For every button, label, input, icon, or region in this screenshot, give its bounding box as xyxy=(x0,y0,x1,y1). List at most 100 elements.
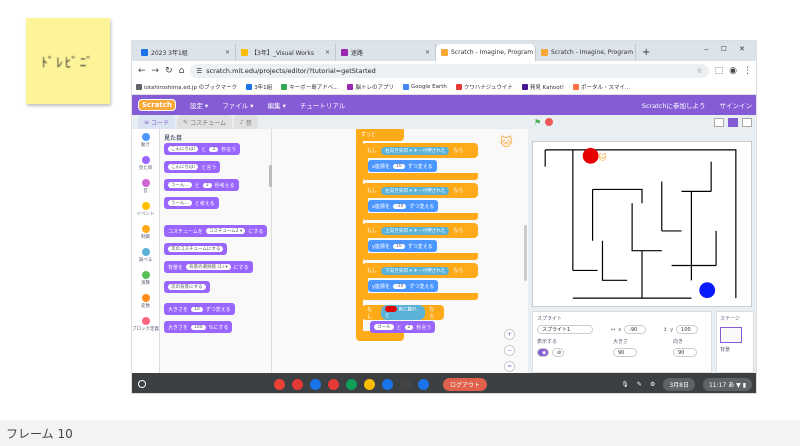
category-0[interactable]: 動き xyxy=(132,133,159,152)
bookmark-item[interactable]: iotahiroshima.ed.jp のブックマーク xyxy=(136,83,237,91)
if-key-pressed-block[interactable]: もし右向き矢印 ▾ キーが押されたなら xyxy=(362,143,478,158)
motion-value-input[interactable]: -10 xyxy=(392,283,407,289)
size-input[interactable]: 90 xyxy=(613,348,637,357)
if-key-pressed-block[interactable]: もし下向き矢印 ▾ キーが押されたなら xyxy=(362,263,478,278)
stage-selector-panel[interactable]: ステージ 背景 xyxy=(716,311,754,373)
backdrop-thumbnail[interactable] xyxy=(720,327,742,343)
palette-block[interactable]: 背景を背景の選択肢 (1) ▾にする xyxy=(164,261,253,273)
launcher-icon[interactable] xyxy=(138,380,146,388)
key-pressed-condition[interactable]: 下向き矢印 ▾ キーが押された xyxy=(381,266,450,275)
color-swatch[interactable] xyxy=(384,306,397,313)
motion-value-input[interactable]: 10 xyxy=(392,243,405,249)
join-scratch-link[interactable]: Scratchに参加しよう xyxy=(641,102,706,110)
key-dropdown[interactable]: 下向き矢印 ▾ xyxy=(385,268,412,274)
forward-icon[interactable]: → xyxy=(151,65,160,76)
palette-scrollbar[interactable] xyxy=(269,165,272,187)
browser-tab[interactable]: 2023 3年1組✕ xyxy=(136,44,236,61)
say-for-secs-block[interactable]: ゴール と 2 秒言う xyxy=(370,321,436,333)
block-text-a[interactable]: うーん... xyxy=(168,200,192,206)
y-position-input[interactable]: 100 xyxy=(676,325,699,334)
if-key-pressed-block[interactable]: もし左向き矢印 ▾ キーが押されたなら xyxy=(362,183,478,198)
menu-edit[interactable]: 編集 ▾ xyxy=(267,102,286,110)
block-text-c[interactable]: 2 xyxy=(209,146,219,152)
tab-code[interactable]: ≡コード xyxy=(138,115,176,129)
tab-sounds[interactable]: ♪音 xyxy=(233,115,258,129)
key-pressed-condition[interactable]: 右向き矢印 ▾ キーが押された xyxy=(381,146,450,155)
zoom-out-icon[interactable]: − xyxy=(504,345,515,356)
system-tray[interactable]: 🎙 ✎ ⚙ 3月8日 11:17 あ ▼ ▮ xyxy=(621,377,752,391)
fullscreen-icon[interactable] xyxy=(742,117,752,127)
reload-icon[interactable]: ↻ xyxy=(165,65,173,76)
bookmark-item[interactable]: キーボー島アドベ... xyxy=(281,83,338,91)
zoom-in-icon[interactable]: + xyxy=(504,329,515,340)
category-3[interactable]: イベント xyxy=(132,202,159,221)
category-7[interactable]: 変数 xyxy=(132,294,159,313)
tab-close-icon[interactable]: ✕ xyxy=(224,49,230,56)
block-text-a[interactable]: こんにちは! xyxy=(168,146,199,152)
window-controls[interactable]: ‒ ☐ ✕ xyxy=(703,45,750,53)
category-4[interactable]: 制御 xyxy=(132,225,159,244)
extensions-icon[interactable]: ⬚ xyxy=(714,65,724,76)
clock[interactable]: 11:17 あ ▼ ▮ xyxy=(702,377,752,391)
palette-block[interactable]: うーん...と考える xyxy=(164,197,219,209)
code-scrollbar[interactable] xyxy=(524,225,527,281)
bookmark-item[interactable]: ポータル・スマイ... xyxy=(573,83,630,91)
category-5[interactable]: 調べる xyxy=(132,248,159,267)
key-dropdown[interactable]: 右向き矢印 ▾ xyxy=(385,148,412,154)
dock-app-icon[interactable] xyxy=(400,378,411,390)
menu-file[interactable]: ファイル ▾ xyxy=(222,102,254,110)
category-2[interactable]: 音 xyxy=(132,179,159,198)
if-touching-color-block[interactable]: もし 色に触れた なら xyxy=(362,305,444,320)
dock-app-icon[interactable] xyxy=(382,378,393,390)
small-stage-icon[interactable] xyxy=(714,117,724,127)
green-flag-icon[interactable]: ⚑ xyxy=(534,117,542,127)
scratch-logo[interactable]: Scratch xyxy=(138,99,176,111)
back-icon[interactable]: ← xyxy=(138,65,146,76)
block-text-c[interactable]: 2 xyxy=(202,182,212,188)
normal-stage-icon[interactable] xyxy=(728,117,738,127)
stage-canvas[interactable]: 🐱 xyxy=(532,141,752,307)
dock-app-icon[interactable] xyxy=(346,378,357,390)
bookmark-item[interactable]: 発見 Kahoot! xyxy=(521,83,564,91)
stylus-icon[interactable]: ✎ xyxy=(636,380,642,388)
tab-costumes[interactable]: ✎コスチューム xyxy=(177,115,232,129)
settings-icon[interactable]: ⚙ xyxy=(649,380,656,388)
if-key-pressed-block[interactable]: もし上向き矢印 ▾ キーが押されたなら xyxy=(362,223,478,238)
key-dropdown[interactable]: 左向き矢印 ▾ xyxy=(385,188,412,194)
x-position-input[interactable]: -90 xyxy=(624,325,647,334)
dock-app-icon[interactable] xyxy=(418,378,429,390)
say-text[interactable]: ゴール xyxy=(374,324,394,330)
stop-icon[interactable] xyxy=(545,118,554,126)
sticky-note[interactable]: ﾄﾞﾚﾋﾞﾆﾞ xyxy=(26,18,110,104)
motion-value-input[interactable]: -10 xyxy=(392,203,407,209)
block-text-b[interactable]: 10 xyxy=(191,306,203,312)
key-pressed-condition[interactable]: 上向き矢印 ▾ キーが押された xyxy=(381,226,450,235)
direction-input[interactable]: 90 xyxy=(673,348,697,357)
category-1[interactable]: 見た目 xyxy=(132,156,159,175)
block-text-b[interactable]: 背景の選択肢 (1) ▾ xyxy=(186,264,231,270)
dock-app-icon[interactable] xyxy=(310,378,321,390)
block-text-b[interactable]: コスチューム2 ▾ xyxy=(205,228,246,234)
sprite-name-input[interactable]: スプライト1 xyxy=(537,325,593,334)
browser-tab[interactable]: 【3年】_Visual Works✕ xyxy=(236,44,336,61)
browser-tab[interactable]: Scratch - Imagine, Program✕ xyxy=(536,44,636,61)
profile-icon[interactable]: ◉ xyxy=(729,65,737,76)
browser-tab[interactable]: 迷路✕ xyxy=(336,44,436,61)
dock-app-icon[interactable] xyxy=(364,378,375,390)
zoom-reset-icon[interactable]: = xyxy=(504,361,515,372)
key-pressed-condition[interactable]: 左向き矢印 ▾ キーが押された xyxy=(381,186,450,195)
palette-block[interactable]: 次のコスチュームにする xyxy=(164,243,228,255)
block-text-a[interactable]: こんにちは! xyxy=(168,164,199,170)
say-seconds[interactable]: 2 xyxy=(404,324,414,330)
date-label[interactable]: 3月8日 xyxy=(663,377,695,391)
new-tab-button[interactable]: + xyxy=(642,47,651,58)
dock-app-icon[interactable] xyxy=(274,378,285,390)
palette-block[interactable]: コスチュームをコスチューム2 ▾にする xyxy=(164,225,268,237)
tab-close-icon[interactable]: ✕ xyxy=(424,49,430,56)
mic-icon[interactable]: 🎙 xyxy=(621,380,629,388)
